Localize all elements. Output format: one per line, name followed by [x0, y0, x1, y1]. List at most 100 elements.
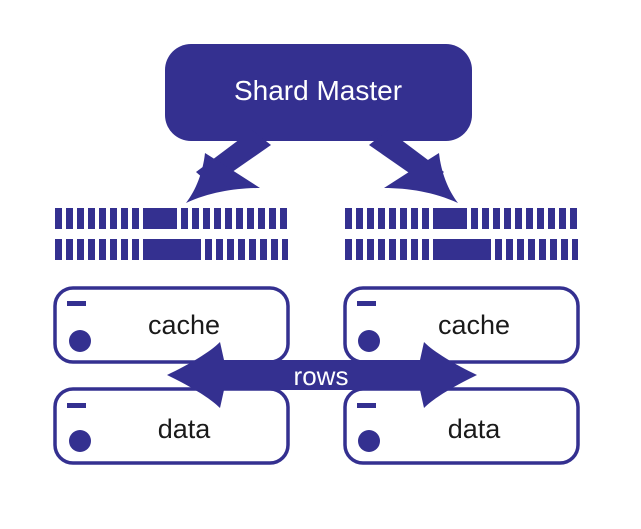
strip-bar: [205, 239, 212, 260]
strip-bar: [495, 239, 502, 260]
strip-bar: [548, 208, 555, 229]
strip-bar: [572, 239, 578, 260]
strip-bar: [110, 239, 117, 260]
strip-bar: [433, 239, 491, 260]
strip-bar: [433, 208, 467, 229]
rows-arrow-shape: [167, 342, 477, 408]
node-right-data-led-icon: [358, 430, 380, 452]
strip-bar: [367, 239, 374, 260]
strip-bar: [260, 239, 267, 260]
node-right-data: data: [343, 387, 580, 465]
shard-strip-right-row1: [345, 208, 577, 229]
strip-bar: [66, 239, 73, 260]
node-right-cache-slot-icon: [357, 301, 376, 306]
strip-bar: [88, 208, 95, 229]
rows-arrow: rows: [167, 342, 477, 408]
strip-bar: [181, 208, 188, 229]
strip-bar: [258, 208, 265, 229]
strip-bar: [482, 208, 489, 229]
node-left-data-label: data: [158, 414, 212, 444]
strip-bar: [411, 208, 418, 229]
master-to-right-arrow: [369, 130, 458, 203]
master-to-left-arrowhead: [186, 153, 260, 203]
shard-strip-right-row2: [345, 239, 578, 260]
node-left-data-slot-icon: [67, 403, 86, 408]
strip-bar: [121, 208, 128, 229]
strip-bar: [55, 208, 62, 229]
shard-strip-left-row2: [55, 239, 288, 260]
strip-bar: [143, 208, 177, 229]
strip-bar: [269, 208, 276, 229]
strip-bar: [345, 239, 352, 260]
strip-bar: [539, 239, 546, 260]
strip-bar: [66, 208, 73, 229]
strip-bar: [238, 239, 245, 260]
node-right-cache-label: cache: [438, 310, 510, 340]
strip-bar: [121, 239, 128, 260]
strip-bar: [400, 208, 407, 229]
strip-bar: [559, 208, 566, 229]
strip-bar: [471, 208, 478, 229]
strip-bar: [55, 239, 62, 260]
strip-bar: [493, 208, 500, 229]
strip-bar: [236, 208, 243, 229]
strip-bar: [378, 208, 385, 229]
node-right-data-box: [343, 387, 580, 465]
strip-bar: [110, 208, 117, 229]
strip-bar: [550, 239, 557, 260]
node-left-data-led-icon: [69, 430, 91, 452]
strip-bar: [389, 208, 396, 229]
node-left-cache-slot-icon: [67, 301, 86, 306]
strip-bar: [203, 208, 210, 229]
strip-bar: [282, 239, 288, 260]
master-to-right-arrowhead: [384, 153, 458, 203]
strip-bar: [214, 208, 221, 229]
strip-bar: [356, 208, 363, 229]
strip-bar: [537, 208, 544, 229]
strip-bar: [143, 239, 201, 260]
shard-master-box: [165, 44, 472, 141]
strip-bar: [422, 208, 429, 229]
node-right-cache-box: [343, 286, 580, 364]
shard-master: Shard Master: [165, 44, 472, 141]
node-right-data-label: data: [448, 414, 502, 444]
shard-master-label: Shard Master: [234, 75, 402, 106]
strip-bar: [517, 239, 524, 260]
strip-bar: [247, 208, 254, 229]
strip-bar: [216, 239, 223, 260]
strip-bar: [400, 239, 407, 260]
strip-bar: [561, 239, 568, 260]
strip-bar: [504, 208, 511, 229]
strip-bar: [227, 239, 234, 260]
node-left-cache: cache: [53, 286, 290, 364]
strip-bar: [526, 208, 533, 229]
strip-bar: [99, 239, 106, 260]
node-right-data-slot-icon: [357, 403, 376, 408]
strip-bar: [570, 208, 577, 229]
strip-bar: [528, 239, 535, 260]
master-to-left-arrow: [186, 130, 271, 203]
strip-bar: [345, 208, 352, 229]
node-left-cache-label: cache: [148, 310, 220, 340]
strip-bar: [378, 239, 385, 260]
strip-bar: [422, 239, 429, 260]
node-right-cache-led-icon: [358, 330, 380, 352]
node-left-data-box: [53, 387, 290, 465]
strip-bar: [99, 208, 106, 229]
node-left-cache-box: [53, 286, 290, 364]
strip-bar: [389, 239, 396, 260]
strip-bar: [88, 239, 95, 260]
strip-bar: [77, 239, 84, 260]
node-left-data: data: [53, 387, 290, 465]
rows-arrow-label: rows: [294, 361, 349, 391]
strip-bar: [132, 239, 139, 260]
strip-bar: [367, 208, 374, 229]
strip-bar: [411, 239, 418, 260]
strip-bar: [192, 208, 199, 229]
strip-bar: [515, 208, 522, 229]
node-left-cache-led-icon: [69, 330, 91, 352]
strip-bar: [225, 208, 232, 229]
node-right-cache: cache: [343, 286, 580, 364]
shard-strip-left-row1: [55, 208, 287, 229]
